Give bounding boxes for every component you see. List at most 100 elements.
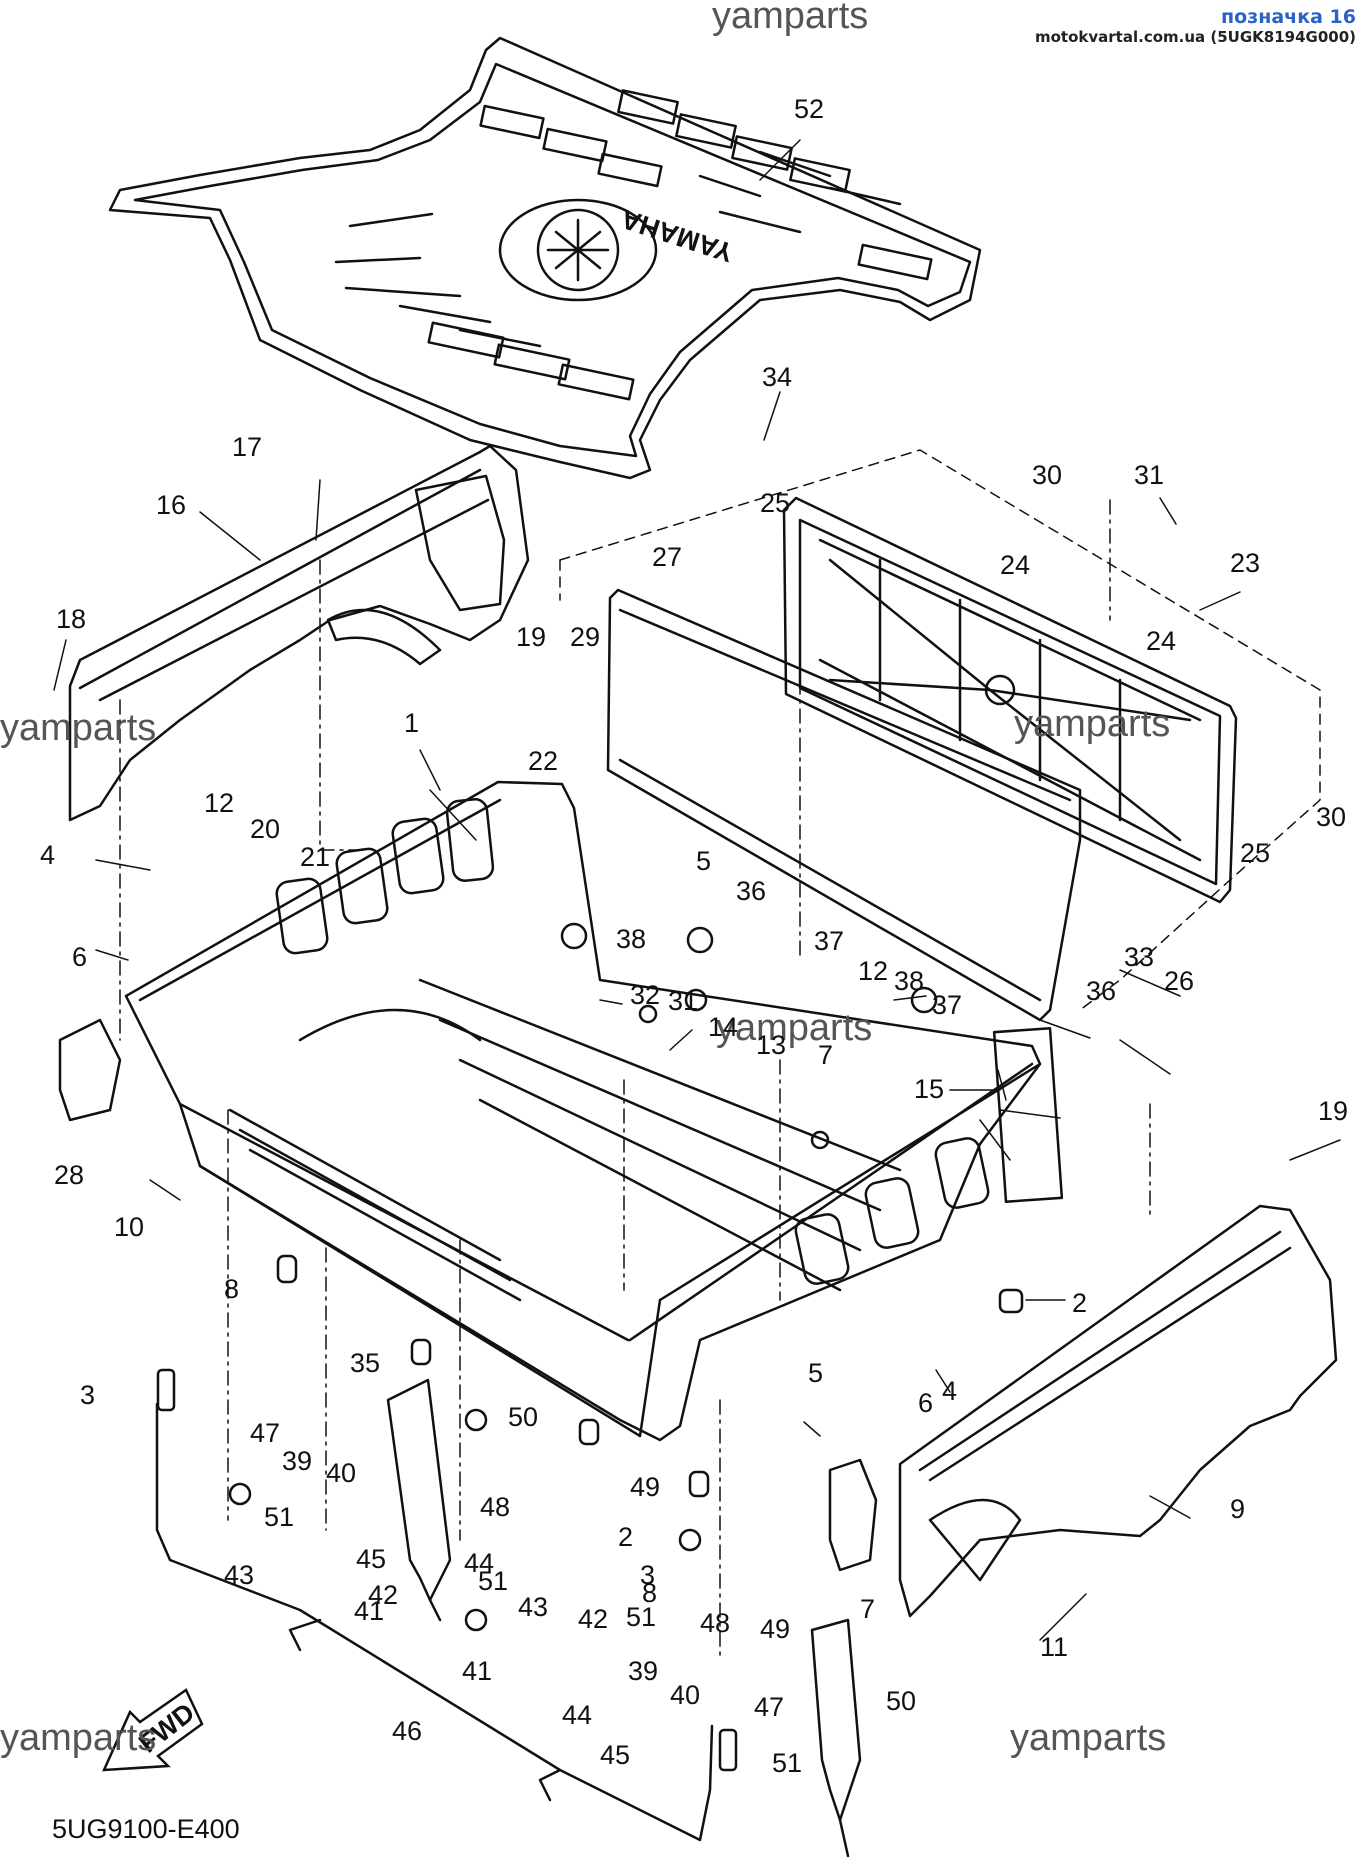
tailgate <box>782 496 1238 904</box>
callout-label: 26 <box>1164 966 1194 996</box>
callout-label: 44 <box>464 1548 494 1578</box>
yamaha-tuning-fork-logo <box>498 198 658 302</box>
callout-label: 37 <box>932 990 962 1020</box>
callout-label: 37 <box>814 926 844 956</box>
callout-label: 51 <box>626 1602 656 1632</box>
callout-label: 51 <box>478 1566 508 1596</box>
callout-label: 6 <box>72 942 87 972</box>
callout-label: 42 <box>578 1604 608 1634</box>
callout-label: 40 <box>326 1458 356 1488</box>
callout-label: 38 <box>616 924 646 954</box>
callout-label: 46 <box>392 1716 422 1746</box>
header-badge-link[interactable]: позначка 16 <box>1221 6 1356 28</box>
callout-label: 38 <box>894 966 924 996</box>
callout-label: 25 <box>760 488 790 518</box>
callout-label: 4 <box>40 840 55 870</box>
callout-label: 3 <box>80 1380 95 1410</box>
front-panel <box>68 444 530 822</box>
callout-label: 44 <box>562 1700 592 1730</box>
callout-label: 50 <box>508 1402 538 1432</box>
callout-label: 5 <box>696 846 711 876</box>
callout-label: 15 <box>914 1074 944 1104</box>
callout-label: 28 <box>54 1160 84 1190</box>
callout-label: 21 <box>300 842 330 872</box>
callout-label: 39 <box>628 1656 658 1686</box>
rear-panel <box>606 588 1082 1022</box>
callout-label: 49 <box>760 1614 790 1644</box>
watermark-right-upper: yamparts <box>1014 703 1170 745</box>
callout-label: 13 <box>756 1030 786 1060</box>
callout-label: 42 <box>368 1580 398 1610</box>
callout-label: 41 <box>354 1596 384 1626</box>
right-fender <box>898 1204 1338 1618</box>
callout-label: 22 <box>528 746 558 776</box>
callout-label: 47 <box>754 1692 784 1722</box>
callout-label: 30 <box>1032 460 1062 490</box>
callout-label: 49 <box>630 1472 660 1502</box>
watermark-center: yamparts <box>716 1007 872 1049</box>
callout-label: 48 <box>480 1492 510 1522</box>
callout-label: 31 <box>1134 460 1164 490</box>
main-bed <box>124 780 1064 1442</box>
callout-label: 12 <box>858 956 888 986</box>
callout-label: 51 <box>264 1502 294 1532</box>
callout-label: 8 <box>224 1274 239 1304</box>
gas-strut-right <box>810 1618 862 1858</box>
callout-label: 24 <box>1000 550 1030 580</box>
callout-label: 52 <box>794 94 824 124</box>
callout-label: 16 <box>156 490 186 520</box>
page-header: позначка 16 motokvartal.com.ua (5UGK8194… <box>1035 6 1356 46</box>
callout-label: 5 <box>808 1358 823 1388</box>
callout-label: 23 <box>1230 548 1260 578</box>
callout-label: 41 <box>462 1656 492 1686</box>
callout-label: 25 <box>1240 838 1270 868</box>
callout-label: 2 <box>618 1522 633 1552</box>
small-hardware <box>156 922 1024 1772</box>
callout-label: 1 <box>404 708 419 738</box>
bed-mat <box>108 36 982 480</box>
callout-label: 10 <box>114 1212 144 1242</box>
diagram-code: 5UG9100-E400 <box>52 1814 240 1844</box>
callout-label: 34 <box>762 362 792 392</box>
callout-label: 11 <box>1040 1632 1068 1662</box>
callout-label: 47 <box>250 1418 280 1448</box>
callout-label: 4 <box>942 1376 957 1406</box>
callout-label: 33 <box>1124 942 1154 972</box>
watermark-right-lower: yamparts <box>1010 1717 1166 1759</box>
callout-label: 39 <box>282 1446 312 1476</box>
header-source-text: motokvartal.com.ua (5UGK8194G000) <box>1035 28 1356 46</box>
callout-label: 43 <box>224 1560 254 1590</box>
callout-label: 32 <box>630 980 660 1010</box>
callout-label: 7 <box>860 1594 875 1624</box>
callout-label: 35 <box>350 1348 380 1378</box>
callout-label: 27 <box>652 542 682 572</box>
callout-label: 20 <box>250 814 280 844</box>
callout-labels: 52 34 17 16 30 31 23 18 25 24 27 29 19 2… <box>40 94 1348 1778</box>
callout-label: 12 <box>204 788 234 818</box>
watermark-left-upper: yamparts <box>0 707 156 749</box>
callout-label: 3 <box>640 1560 655 1590</box>
callout-label: 45 <box>600 1740 630 1770</box>
gas-strut-left <box>386 1378 452 1622</box>
callout-label: 24 <box>1146 626 1176 656</box>
callout-label: 19 <box>516 622 546 652</box>
callout-label: 31 <box>668 986 698 1016</box>
callout-label: 48 <box>700 1608 730 1638</box>
callout-label: 29 <box>570 622 600 652</box>
callout-label: 36 <box>736 876 766 906</box>
callout-label: 51 <box>772 1748 802 1778</box>
callout-label: 8 <box>642 1578 657 1608</box>
callout-label: 36 <box>1086 976 1116 1006</box>
callout-label: 19 <box>1318 1096 1348 1126</box>
callout-label: 40 <box>670 1680 700 1710</box>
watermark-left-lower: yamparts <box>0 1717 156 1759</box>
watermark-top: yamparts <box>712 0 868 37</box>
callout-label: 14 <box>708 1012 738 1042</box>
callout-label: 30 <box>1316 802 1346 832</box>
callout-label: 6 <box>918 1388 933 1418</box>
linkage-rod <box>155 1402 714 1842</box>
callout-label: 2 <box>1072 1288 1087 1318</box>
callout-label: 43 <box>518 1592 548 1622</box>
callout-label: 17 <box>232 432 262 462</box>
